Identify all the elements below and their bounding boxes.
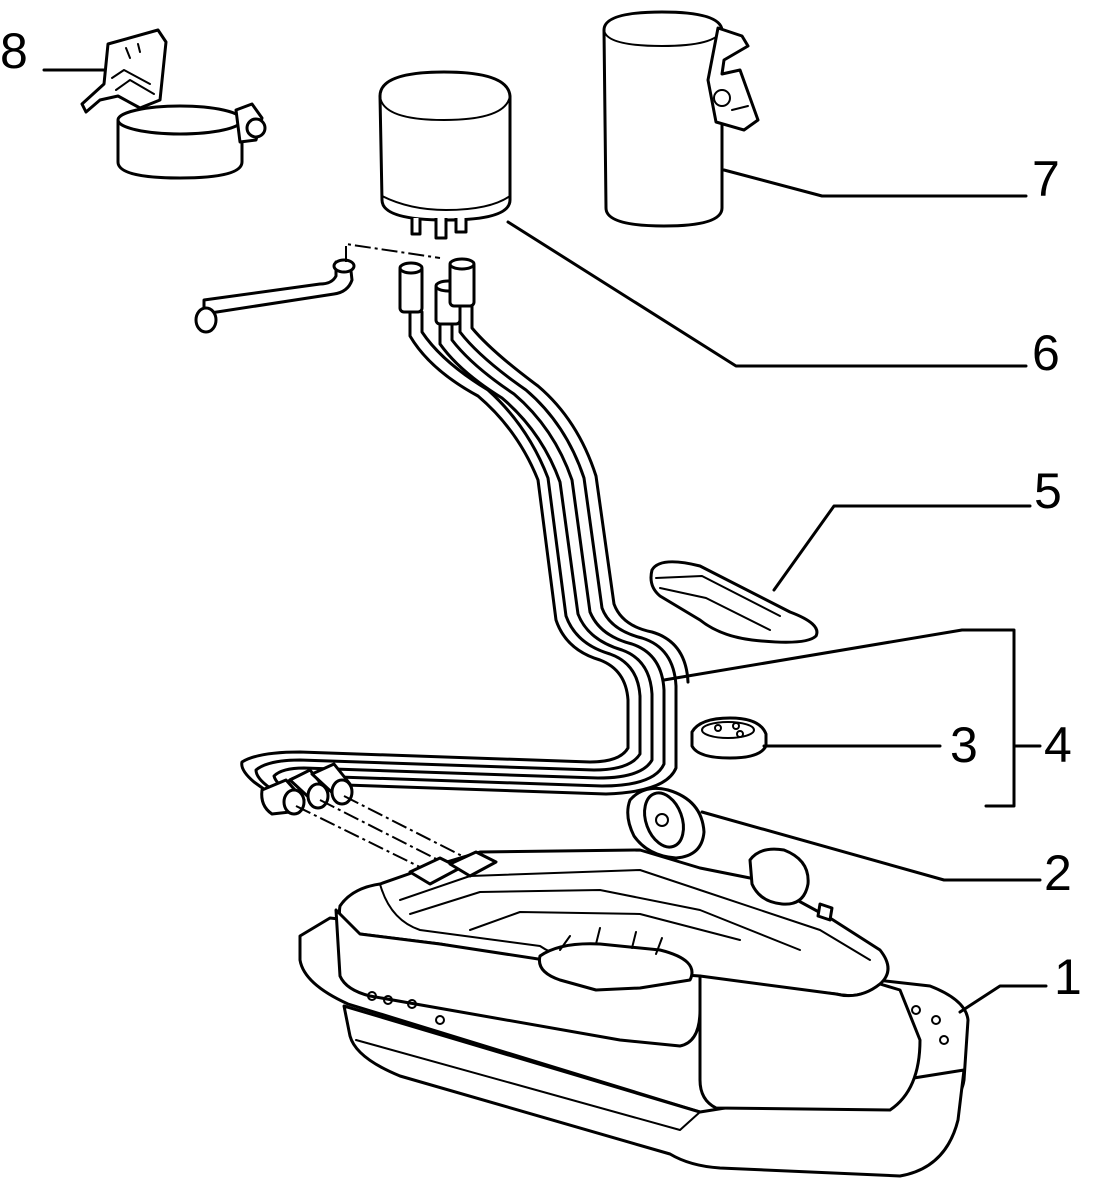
part-8-bracket-clamp — [80, 28, 267, 180]
part-4-fuel-pipes — [240, 304, 690, 873]
part-5-cover — [649, 560, 819, 644]
part-1-fuel-tank — [298, 847, 970, 1178]
hose-elbow — [194, 242, 441, 334]
callout-4: 4 — [1044, 717, 1072, 773]
callout-8: 8 — [0, 23, 28, 79]
callout-6: 6 — [1032, 325, 1060, 381]
callout-7: 7 — [1032, 151, 1060, 207]
part-7-canister — [602, 10, 760, 228]
callout-3: 3 — [950, 717, 978, 773]
pipe-connectors-top — [398, 257, 476, 326]
part-3-grommet — [690, 716, 768, 760]
callout-1: 1 — [1054, 949, 1082, 1005]
leader-lines — [42, 68, 1048, 1014]
part-2-seal — [626, 786, 706, 860]
callout-5: 5 — [1034, 463, 1062, 519]
callout-2: 2 — [1044, 845, 1072, 901]
part-6-filter — [378, 70, 512, 240]
